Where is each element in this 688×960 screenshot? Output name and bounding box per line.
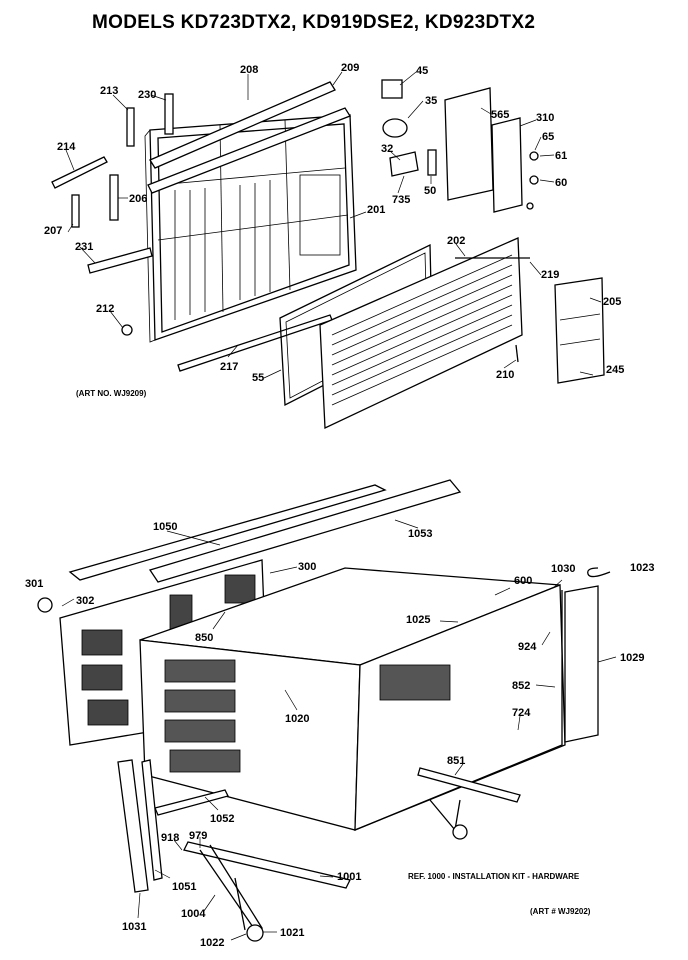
bottom-rails — [117, 759, 521, 893]
callout-217: 217 — [220, 361, 238, 373]
callout-850: 850 — [195, 632, 213, 644]
top-seal-1050 — [68, 479, 462, 583]
callout-60: 60 — [555, 177, 567, 189]
support-bracket — [199, 799, 468, 942]
callout-50: 50 — [424, 185, 436, 197]
callout-231: 231 — [75, 241, 93, 253]
callout-300: 300 — [298, 561, 316, 573]
callout-230: 230 — [138, 89, 156, 101]
callout-565: 565 — [491, 109, 509, 121]
callout-924: 924 — [518, 641, 537, 653]
knob-301 — [37, 597, 53, 613]
callout-851: 851 — [447, 755, 465, 767]
callout-1029: 1029 — [620, 652, 644, 664]
callout-1022: 1022 — [200, 937, 224, 949]
callout-1025: 1025 — [406, 614, 430, 626]
callout-32: 32 — [381, 143, 393, 155]
callout-55: 55 — [252, 372, 264, 384]
diagram-title: MODELS KD723DTX2, KD919DSE2, KD923DTX2 — [92, 12, 536, 33]
callout-65: 65 — [542, 131, 554, 143]
callout-202: 202 — [447, 235, 465, 247]
art-number-top: (ART NO. WJ9209) — [76, 389, 147, 398]
callout-1052: 1052 — [210, 813, 234, 825]
callout-219: 219 — [541, 269, 559, 281]
callout-1051: 1051 — [172, 881, 196, 893]
callout-245: 245 — [606, 364, 624, 376]
callout-1004: 1004 — [181, 908, 206, 920]
callout-214: 214 — [57, 141, 76, 153]
callout-1030: 1030 — [551, 563, 575, 575]
art-number-bottom: (ART # WJ9202) — [530, 907, 591, 916]
callout-209: 209 — [341, 62, 359, 74]
callout-212: 212 — [96, 303, 114, 315]
callout-207: 207 — [44, 225, 62, 237]
callout-210: 210 — [496, 369, 514, 381]
callout-1001: 1001 — [337, 871, 361, 883]
callout-1050: 1050 — [153, 521, 177, 533]
callout-1023: 1023 — [630, 562, 654, 574]
callout-45: 45 — [416, 65, 428, 77]
callout-302: 302 — [76, 595, 94, 607]
callout-1021: 1021 — [280, 927, 304, 939]
callout-61: 61 — [555, 150, 567, 162]
callout-724: 724 — [512, 707, 531, 719]
callout-1053: 1053 — [408, 528, 432, 540]
callout-852: 852 — [512, 680, 530, 692]
side-panel-205 — [554, 277, 605, 384]
callout-206: 206 — [129, 193, 147, 205]
back-panel-1029 — [564, 585, 599, 743]
top-rail-208 — [147, 81, 351, 194]
callout-735: 735 — [392, 194, 410, 206]
cabinet-600 — [139, 567, 566, 831]
callout-310: 310 — [536, 112, 554, 124]
callout-1031: 1031 — [122, 921, 146, 933]
callout-600: 600 — [514, 575, 532, 587]
callout-301: 301 — [25, 578, 43, 590]
callout-213: 213 — [100, 85, 118, 97]
grille-202 — [319, 237, 530, 430]
callout-35: 35 — [425, 95, 437, 107]
callout-979: 979 — [189, 830, 207, 842]
callout-208: 208 — [240, 64, 258, 76]
control-parts — [381, 79, 539, 213]
callout-918: 918 — [161, 832, 179, 844]
cord-1023 — [587, 567, 611, 578]
callout-201: 201 — [367, 204, 385, 216]
callout-1020: 1020 — [285, 713, 309, 725]
callout-205: 205 — [603, 296, 621, 308]
installation-kit-note: REF. 1000 - INSTALLATION KIT - HARDWARE — [408, 872, 580, 881]
